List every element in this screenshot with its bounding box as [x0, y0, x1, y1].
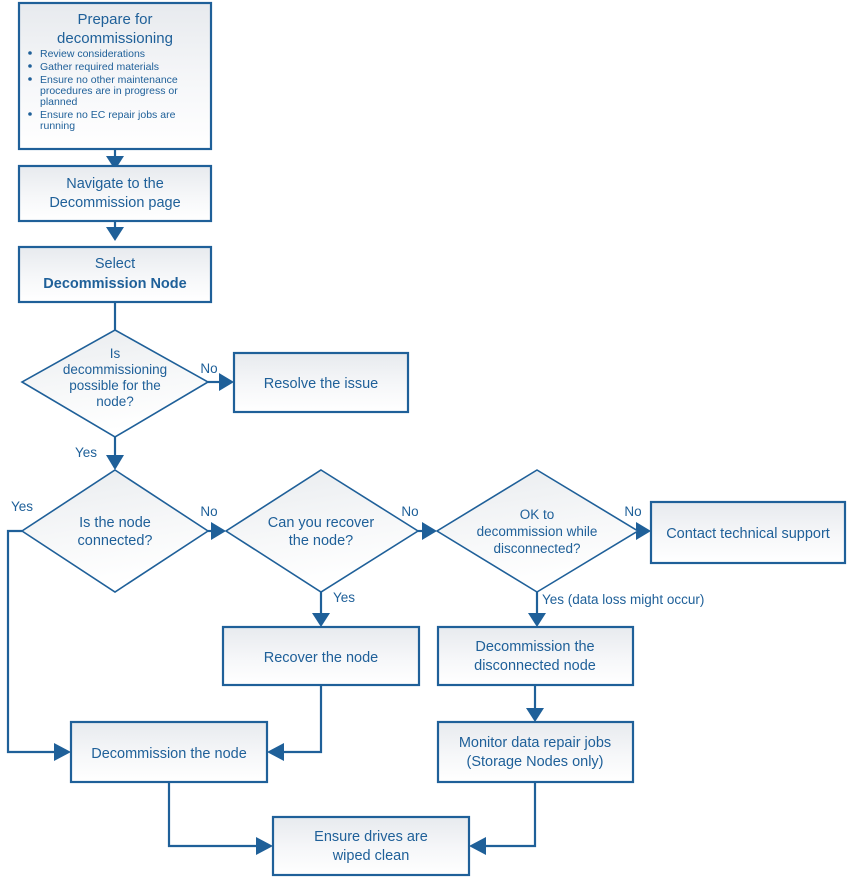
- prepare-bullet-3-line-1: Ensure no other maintenance: [40, 74, 178, 86]
- recoverq-line-1: Can you recover: [268, 515, 375, 531]
- decomdisc-line-1: Decommission the: [475, 639, 594, 655]
- connector-prepare-to-navigate: [106, 149, 124, 170]
- node-contact-technical-support[interactable]: Contact technical support: [649, 500, 847, 565]
- select-line-2: Decommission Node: [43, 276, 186, 292]
- node-ensure-drives-are-wiped-clean[interactable]: Ensure drives are wiped clean: [271, 815, 471, 877]
- connector-navigate-to-select: [106, 221, 124, 241]
- node-decommission-the-node[interactable]: Decommission the node: [69, 720, 269, 784]
- decom-line-1: Decommission the node: [91, 746, 247, 762]
- connector-possible-no-to-resolve: [208, 373, 234, 391]
- node-select-decommission-node[interactable]: Select Decommission Node: [17, 245, 213, 304]
- possible-line-3: possible for the: [69, 378, 161, 393]
- edge-label-connected-no: No: [200, 504, 217, 519]
- recover-line-1: Recover the node: [264, 650, 378, 666]
- node-is-the-node-connected[interactable]: Is the node connected?: [20, 469, 210, 593]
- decomdisc-line-2: disconnected node: [474, 658, 596, 674]
- possible-line-1: Is: [110, 346, 121, 361]
- node-recover-the-node[interactable]: Recover the node: [221, 625, 421, 687]
- prepare-bullet-1-line-1: Review considerations: [40, 48, 145, 60]
- possible-line-2: decommissioning: [63, 362, 167, 377]
- wipe-line-2: wiped clean: [332, 848, 410, 864]
- edge-label-possible-yes: Yes: [75, 445, 97, 460]
- bullet-dot-icon: [28, 77, 32, 81]
- edge-label-okdisc-no: No: [624, 504, 641, 519]
- possible-line-4: node?: [96, 394, 134, 409]
- bullet-dot-icon: [28, 64, 32, 68]
- edge-label-recoverq-yes: Yes: [333, 590, 355, 605]
- okdisc-line-3: disconnected?: [493, 541, 580, 556]
- prepare-title-line-1: Prepare for: [77, 11, 152, 28]
- bullet-dot-icon: [28, 51, 32, 55]
- okdisc-line-1: OK to: [520, 507, 555, 522]
- connector-decom-to-wipe: [167, 782, 273, 855]
- connected-line-2: connected?: [78, 533, 153, 549]
- prepare-bullet-3-line-2: procedures are in progress or: [40, 85, 178, 97]
- node-can-you-recover-the-node[interactable]: Can you recover the node?: [224, 469, 420, 593]
- monitor-line-1: Monitor data repair jobs: [459, 735, 611, 751]
- navigate-line-2: Decommission page: [49, 195, 180, 211]
- edge-label-recoverq-no: No: [401, 504, 418, 519]
- connector-recoverq-no-to-okdisc: [418, 522, 437, 540]
- bullet-dot-icon: [28, 112, 32, 116]
- connector-monitor-to-wipe: [469, 782, 537, 855]
- connector-possible-yes-to-connected: [106, 437, 124, 470]
- select-line-1: Select: [95, 256, 135, 272]
- connected-line-1: Is the node: [79, 515, 151, 531]
- edge-label-possible-no: No: [200, 361, 217, 376]
- node-navigate-to-decommission-page[interactable]: Navigate to the Decommission page: [17, 164, 213, 223]
- recoverq-line-2: the node?: [289, 533, 354, 549]
- connector-recover-to-decom: [267, 685, 323, 761]
- node-resolve-the-issue[interactable]: Resolve the issue: [232, 351, 410, 414]
- connector-connected-no-to-recoverq: [208, 522, 226, 540]
- monitor-line-2: (Storage Nodes only): [466, 754, 603, 770]
- node-prepare-for-decommissioning[interactable]: Prepare for decommissioning Review consi…: [17, 1, 213, 151]
- okdisc-line-2: decommission while: [477, 524, 598, 539]
- support-line-1: Contact technical support: [666, 526, 830, 542]
- wipe-line-1: Ensure drives are: [314, 829, 428, 845]
- resolve-line-1: Resolve the issue: [264, 376, 378, 392]
- prepare-bullet-2-line-1: Gather required materials: [40, 61, 159, 73]
- node-monitor-data-repair-jobs[interactable]: Monitor data repair jobs (Storage Nodes …: [436, 720, 635, 784]
- connector-okdisc-yes-to-decomdisc: [528, 592, 546, 627]
- node-decommission-the-disconnected-node[interactable]: Decommission the disconnected node: [436, 625, 635, 687]
- prepare-title-line-2: decommissioning: [57, 30, 173, 47]
- connector-decomdisc-to-monitor: [526, 685, 544, 722]
- navigate-line-1: Navigate to the: [66, 176, 164, 192]
- node-is-decommissioning-possible[interactable]: Is decommissioning possible for the node…: [20, 329, 210, 438]
- node-ok-to-decommission-while-disconnected[interactable]: OK to decommission while disconnected?: [435, 469, 640, 593]
- prepare-bullet-4-line-2: running: [40, 120, 75, 132]
- edge-label-connected-yes: Yes: [11, 499, 33, 514]
- edge-label-okdisc-yes: Yes (data loss might occur): [542, 592, 704, 607]
- connector-recoverq-yes-to-recover: [312, 592, 330, 627]
- prepare-bullet-3-line-3: planned: [40, 96, 78, 108]
- connector-connected-yes-to-decom: [6, 529, 71, 761]
- prepare-bullet-4-line-1: Ensure no EC repair jobs are: [40, 109, 176, 121]
